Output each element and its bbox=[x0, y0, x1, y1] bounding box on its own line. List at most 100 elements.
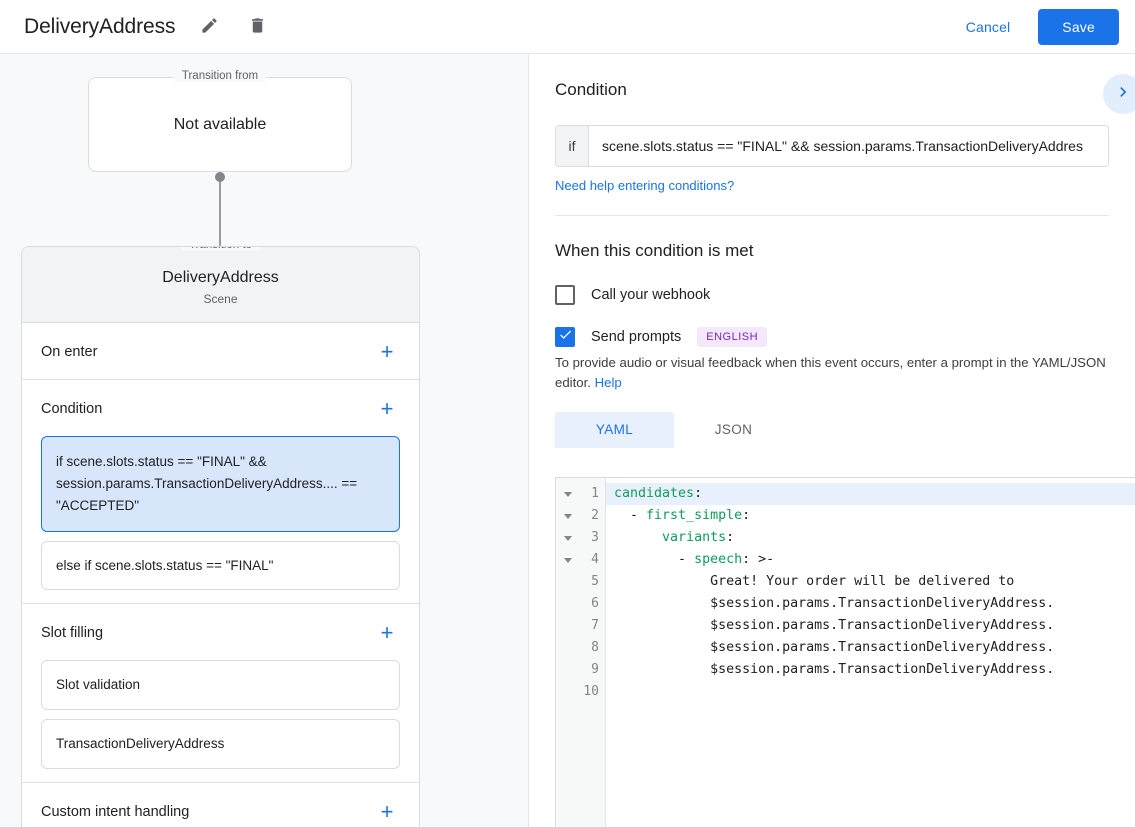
call-webhook-label: Call your webhook bbox=[591, 287, 711, 303]
tab-json[interactable]: JSON bbox=[714, 422, 753, 438]
top-app-bar: DeliveryAddress Cancel Save bbox=[0, 0, 1135, 54]
code-line[interactable]: Great! Your order will be delivered to bbox=[606, 571, 1135, 593]
section-condition-label: Condition bbox=[41, 401, 103, 417]
section-slot-filling: Slot filling + Slot validation Transacti… bbox=[22, 604, 419, 784]
section-condition-body: if scene.slots.status == "FINAL" && sess… bbox=[22, 436, 419, 603]
section-slot-filling-body: Slot validation TransactionDeliveryAddre… bbox=[22, 660, 419, 782]
list-item-condition-else-if[interactable]: else if scene.slots.status == "FINAL" bbox=[41, 540, 400, 591]
send-prompts-row[interactable]: Send prompts ENGLISH bbox=[555, 327, 1109, 347]
call-webhook-checkbox[interactable] bbox=[555, 285, 575, 305]
condition-if-prefix: if bbox=[556, 126, 589, 166]
add-custom-intent-icon[interactable]: + bbox=[380, 799, 394, 825]
prompts-helper-text: To provide audio or visual feedback when… bbox=[555, 353, 1109, 394]
fold-toggle-icon[interactable] bbox=[556, 549, 580, 571]
prompts-helper-text-body: To provide audio or visual feedback when… bbox=[555, 355, 1106, 391]
when-condition-met-block: When this condition is met Call your web… bbox=[529, 216, 1135, 448]
line-number: 4 bbox=[591, 552, 599, 567]
code-line[interactable]: $session.params.TransactionDeliveryAddre… bbox=[606, 637, 1135, 659]
prompts-help-link[interactable]: Help bbox=[594, 375, 622, 391]
transition-to-title: DeliveryAddress bbox=[162, 269, 279, 286]
fold-toggle-icon[interactable] bbox=[556, 527, 580, 549]
code-token-text: $session.params.TransactionDeliveryAddre… bbox=[710, 662, 1055, 677]
transition-to-subtitle: Scene bbox=[203, 292, 238, 306]
list-item-condition-if[interactable]: if scene.slots.status == "FINAL" && sess… bbox=[41, 436, 400, 532]
line-number: 5 bbox=[591, 574, 599, 589]
code-token-key: speech bbox=[694, 552, 743, 567]
add-slot-filling-icon[interactable]: + bbox=[380, 620, 394, 646]
list-item-slot-validation[interactable]: Slot validation bbox=[41, 660, 400, 711]
condition-heading: Condition bbox=[555, 80, 627, 99]
fold-spacer bbox=[556, 637, 580, 659]
language-badge: ENGLISH bbox=[697, 327, 768, 347]
chevron-right-icon bbox=[1113, 82, 1133, 107]
code-line[interactable]: $session.params.TransactionDeliveryAddre… bbox=[606, 659, 1135, 681]
code-line[interactable]: $session.params.TransactionDeliveryAddre… bbox=[606, 593, 1135, 615]
code-line[interactable] bbox=[606, 681, 1135, 703]
transition-to-header: DeliveryAddress Scene bbox=[22, 247, 419, 323]
webhook-row[interactable]: Call your webhook bbox=[555, 285, 1109, 305]
page-title: DeliveryAddress bbox=[24, 14, 176, 38]
fold-spacer bbox=[556, 571, 580, 593]
code-line[interactable]: variants: bbox=[662, 530, 735, 545]
cancel-button[interactable]: Cancel bbox=[952, 10, 1024, 44]
transition-from-card: Transition from Not available bbox=[88, 70, 352, 172]
section-divider bbox=[555, 215, 1109, 216]
section-custom-intent-header[interactable]: Custom intent handling + bbox=[22, 783, 419, 827]
section-on-enter-label: On enter bbox=[41, 344, 98, 360]
code-token-text: >- bbox=[758, 552, 775, 567]
code-line[interactable]: $session.params.TransactionDeliveryAddre… bbox=[606, 615, 1135, 637]
transition-to-card: Transition to DeliveryAddress Scene On e… bbox=[21, 246, 420, 827]
tab-yaml[interactable]: YAML bbox=[555, 411, 674, 448]
fold-spacer bbox=[556, 615, 580, 637]
add-condition-icon[interactable]: + bbox=[380, 396, 394, 421]
fold-toggle-icon[interactable] bbox=[556, 483, 580, 505]
save-button[interactable]: Save bbox=[1038, 8, 1119, 45]
add-on-enter-icon[interactable]: + bbox=[380, 339, 394, 364]
send-prompts-label: Send prompts bbox=[591, 329, 682, 345]
code-line[interactable]: candidates: bbox=[606, 483, 1135, 505]
code-token-text: $session.params.TransactionDeliveryAddre… bbox=[710, 596, 1055, 611]
line-number: 1 bbox=[591, 486, 599, 501]
code-token-text: Great! Your order will be delivered to bbox=[710, 574, 1015, 589]
section-custom-intent-label: Custom intent handling bbox=[41, 804, 190, 821]
trash-icon bbox=[248, 16, 267, 38]
pencil-icon bbox=[200, 16, 219, 38]
delete-button[interactable] bbox=[239, 9, 275, 45]
send-prompts-checkbox[interactable] bbox=[555, 327, 575, 347]
left-panel: Transition from Not available Transition… bbox=[0, 54, 529, 827]
fold-spacer bbox=[556, 659, 580, 681]
code-token-text: $session.params.TransactionDeliveryAddre… bbox=[710, 618, 1055, 633]
edit-title-button[interactable] bbox=[191, 9, 227, 45]
line-number: 6 bbox=[591, 596, 599, 611]
code-token-text: $session.params.TransactionDeliveryAddre… bbox=[710, 640, 1055, 655]
code-line[interactable]: - first_simple: bbox=[614, 508, 751, 523]
section-on-enter-header[interactable]: On enter + bbox=[22, 323, 419, 379]
section-condition-header[interactable]: Condition + bbox=[22, 380, 419, 436]
code-line[interactable]: - speech: >- bbox=[614, 552, 775, 567]
check-icon bbox=[558, 327, 573, 347]
editor-format-tabs: YAML JSON bbox=[555, 411, 1109, 448]
section-condition: Condition + if scene.slots.status == "FI… bbox=[22, 380, 419, 605]
line-number: 8 bbox=[591, 640, 599, 655]
condition-input-row[interactable]: if bbox=[555, 125, 1109, 167]
line-number: 10 bbox=[583, 684, 599, 699]
expand-panel-button[interactable] bbox=[1103, 74, 1135, 114]
section-custom-intent-handling: Custom intent handling + bbox=[22, 783, 419, 827]
condition-help-link[interactable]: Need help entering conditions? bbox=[555, 178, 735, 193]
transition-to-legend: Transition to bbox=[181, 247, 260, 251]
section-on-enter: On enter + bbox=[22, 323, 419, 380]
fold-toggle-icon[interactable] bbox=[556, 505, 580, 527]
fold-spacer bbox=[556, 593, 580, 615]
list-item-transaction-delivery-address[interactable]: TransactionDeliveryAddress bbox=[41, 719, 400, 770]
transition-from-value: Not available bbox=[173, 115, 267, 133]
when-condition-met-heading: When this condition is met bbox=[555, 241, 754, 260]
editor-fold-gutter[interactable] bbox=[556, 478, 580, 827]
editor-code-area[interactable]: candidates: - first_simple: variants: - … bbox=[606, 478, 1135, 827]
section-slot-filling-header[interactable]: Slot filling + bbox=[22, 604, 419, 660]
condition-block: Condition if Need help entering conditio… bbox=[529, 54, 1135, 216]
condition-expression-input[interactable] bbox=[589, 126, 1108, 166]
line-number: 2 bbox=[591, 508, 599, 523]
code-token-key: variants bbox=[662, 530, 727, 545]
